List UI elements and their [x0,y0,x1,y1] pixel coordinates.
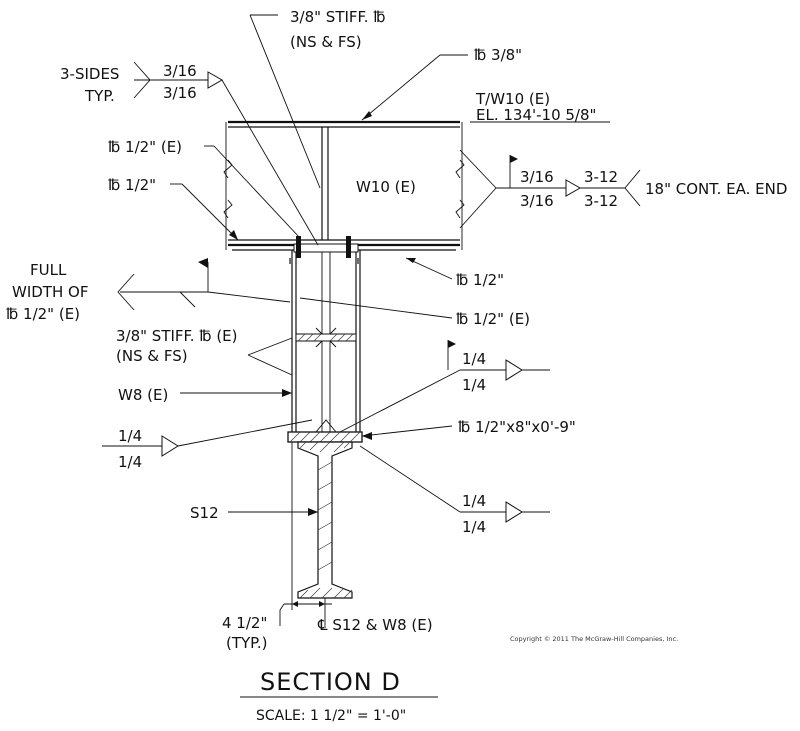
label-weld-right-316-a: 3/16 [520,168,554,186]
label-tw10-2: EL. 134'-10 5/8" [476,106,596,124]
label-weld-right-316-b: 3/16 [520,192,554,210]
label-pl-half: ℔ 1/2" [108,176,156,194]
label-pl-half-right: ℔ 1/2" [456,271,504,289]
label-cont-each-end: 18" CONT. EA. END [645,180,787,198]
dimension-4-5-in [279,442,332,626]
label-stiff-top-1: 3/8" STIFF. ℔ [290,8,386,26]
base-plate [287,419,363,443]
label-weld-316-b: 3/16 [163,84,197,102]
copyright-text: Copyright © 2011 The McGraw-Hill Compani… [510,635,678,643]
label-weld-14-r1-a: 1/4 [462,350,486,368]
label-base-plate: ℔ 1/2"x8"x0'-9" [458,418,576,436]
label-weld-14-l-a: 1/4 [118,427,142,445]
w10-stiffener [321,127,329,240]
label-s12: S12 [190,504,219,522]
label-full-width-2: WIDTH OF [12,283,88,301]
label-w8: W8 (E) [118,386,168,404]
label-dim-412-1: 4 1/2" [222,614,267,632]
label-three-sides-2: TYP. [84,87,115,105]
leader-lines [102,14,641,698]
label-dim-412-2: (TYP.) [226,634,268,652]
label-weld-14-l-b: 1/4 [118,453,142,471]
w8-column [291,250,361,432]
label-stiff-top-2: (NS & FS) [290,33,362,51]
label-three-sides-1: 3-SIDES [60,65,119,83]
label-weld-316-a: 3/16 [163,62,197,80]
label-weld-right-312-a: 3-12 [584,168,618,186]
label-weld-right-312-b: 3-12 [584,192,618,210]
label-tw10-1: T/W10 (E) [475,90,550,108]
scale-text: SCALE: 1 1/2" = 1'-0" [256,708,406,724]
label-pl-38: ℔ 3/8" [474,46,522,64]
w10-beam [223,120,465,251]
label-weld-14-r2-a: 1/4 [462,492,486,510]
section-title: SECTION D [260,668,401,696]
s12-beam [297,441,353,599]
label-weld-14-r1-b: 1/4 [462,376,486,394]
label-pl-half-e: ℔ 1/2" (E) [108,138,182,156]
label-stiff-mid-1: 3/8" STIFF. ℔ (E) [116,327,238,345]
label-full-width-1: FULL [30,261,67,279]
label-full-width-3: ℔ 1/2" (E) [6,305,80,323]
label-centerline: ℄ S12 & W8 (E) [317,616,433,634]
label-pl-half-e-right: ℔ 1/2" (E) [456,310,530,328]
label-weld-14-r2-b: 1/4 [462,518,486,536]
label-stiff-mid-2: (NS & FS) [116,347,188,365]
top-plate [289,236,359,264]
label-w10: W10 (E) [356,178,416,196]
